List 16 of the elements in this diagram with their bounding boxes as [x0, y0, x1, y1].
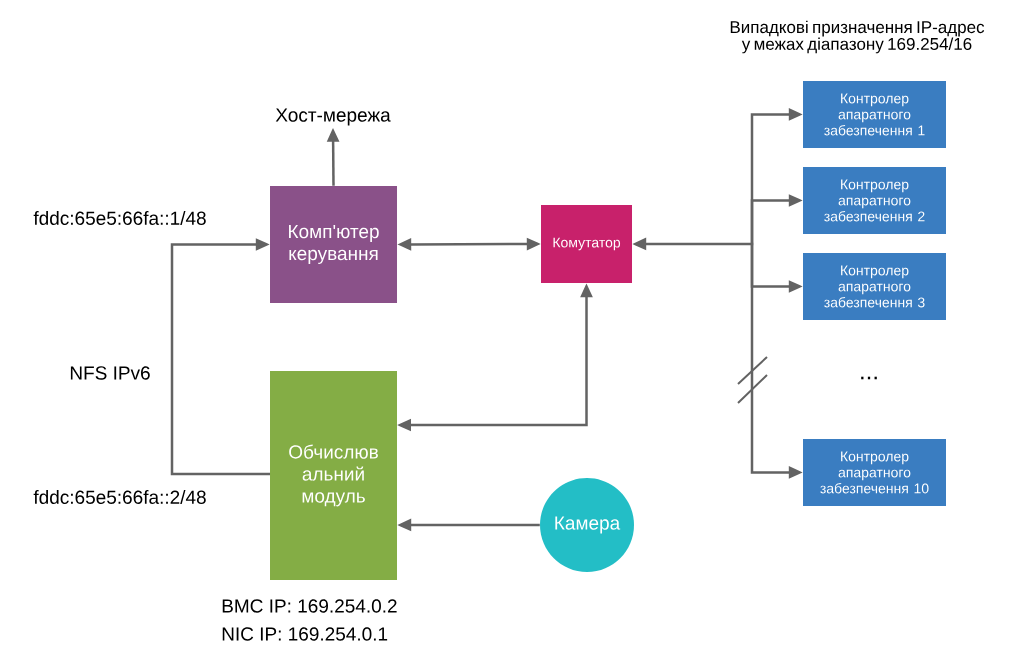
switch-box: Комутатор: [541, 205, 632, 283]
compute-module-box: Обчислюв альний модуль: [270, 371, 397, 580]
address-label: fddc:65e5:66fa::2/48: [33, 490, 206, 504]
controller-box: Контролер апаратного забезпечення 10: [803, 439, 946, 506]
controller-box: Контролер апаратного забезпечення 1: [803, 81, 946, 148]
address-label: fddc:65e5:66fa::1/48: [33, 211, 206, 225]
controller-box: Контролер апаратного забезпечення 3: [803, 253, 946, 320]
arrow: [170, 238, 270, 476]
ip-address-text: NIC IP: 169.254.0.1: [222, 627, 388, 641]
note-text: Випадкові призначення IP-адрес у межах діапазону 169.254/16: [730, 20, 985, 54]
ip-address-text: BMC IP: 169.254.0.2: [222, 599, 397, 613]
network-label: Хост-мережа: [275, 108, 391, 126]
computer-box: Комп'ютер керування: [270, 186, 397, 303]
protocol-label: NFS IPv6: [70, 366, 150, 380]
controller-box: Контролер апаратного забезпечення 2: [803, 167, 946, 234]
ellipsis-text: ...: [861, 376, 877, 380]
